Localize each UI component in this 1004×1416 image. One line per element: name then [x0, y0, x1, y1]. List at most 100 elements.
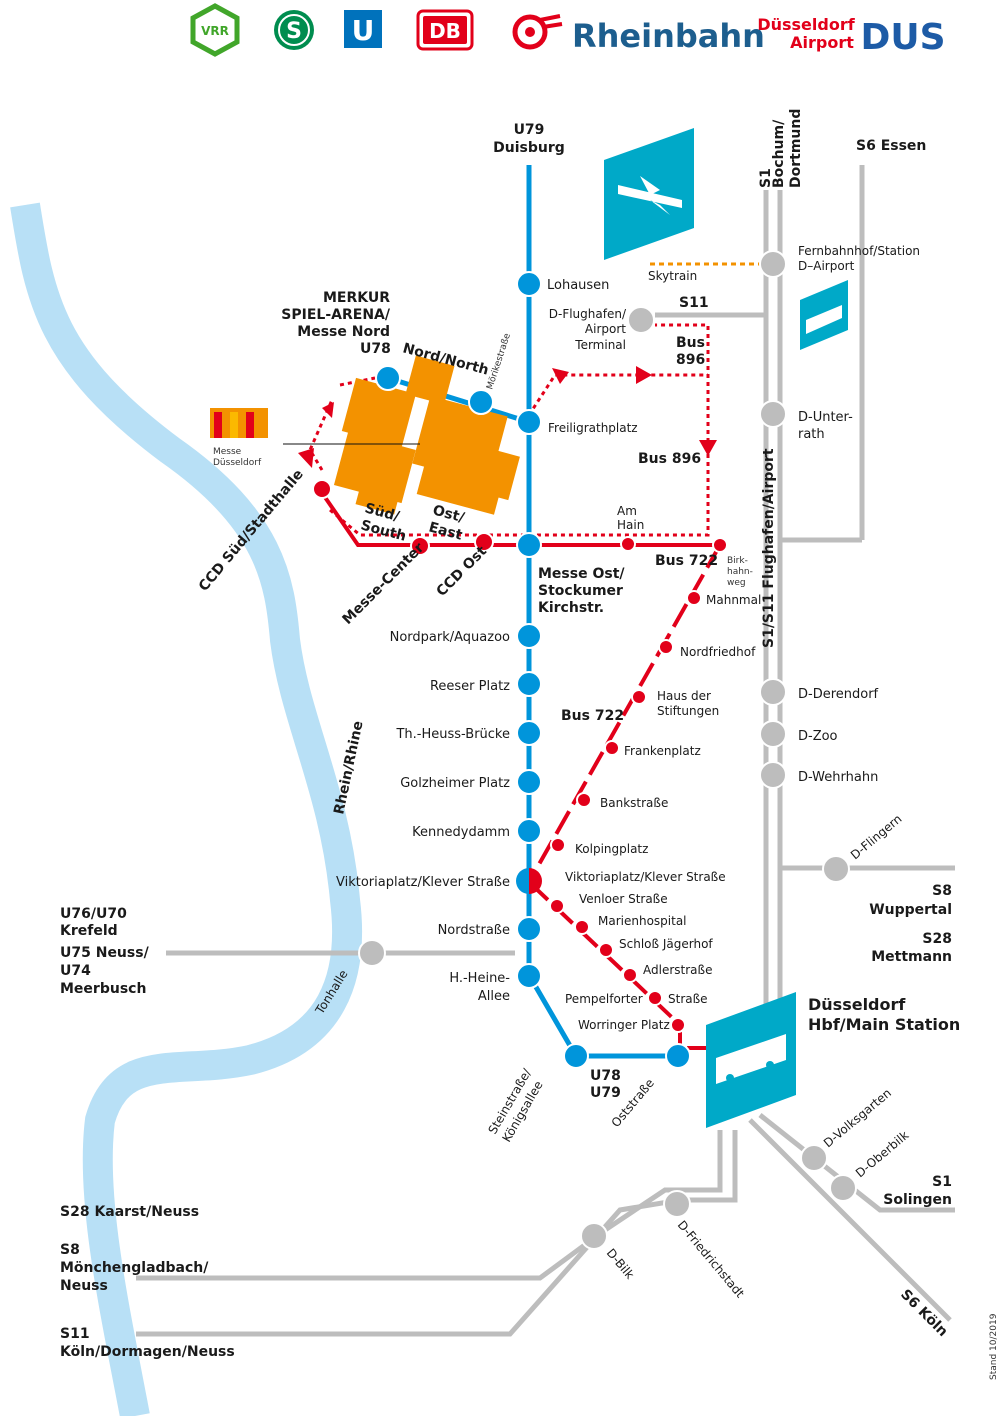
label-worringer: Worringer Platz — [578, 1018, 670, 1032]
station-heuss-bruecke[interactable] — [516, 720, 542, 746]
s11-label: S11 — [679, 295, 709, 311]
label-heuss: Th.-Heuss-Brücke — [395, 727, 510, 742]
label-sued-2: South — [359, 517, 408, 544]
u76-label-1: U76/U70 — [60, 906, 127, 922]
station-messe-ost[interactable] — [516, 532, 542, 558]
river-label: Rhein/Rhine — [331, 719, 366, 815]
label-venloer: Venloer Straße — [579, 892, 668, 906]
u78-u79-label-2: U79 — [590, 1085, 621, 1101]
station-zoo[interactable] — [759, 720, 787, 748]
db-logo: DB — [416, 9, 474, 51]
station-volksgarten[interactable] — [800, 1144, 828, 1172]
s28-kaarst-label: S28 Kaarst/Neuss — [60, 1204, 199, 1220]
messe-logo-line1: Messe — [213, 447, 242, 457]
station-nordstrasse[interactable] — [516, 916, 542, 942]
label-wehrhahn: D-Wehrhahn — [798, 770, 878, 785]
stand-date: Stand 10/2019 — [989, 1313, 999, 1380]
station-adlerstrasse[interactable] — [622, 967, 638, 983]
s1-top-label-2: Bochum/ — [771, 119, 787, 188]
station-unterrath[interactable] — [759, 400, 787, 428]
label-arena-1: MERKUR — [323, 290, 390, 306]
station-pempelforter-strasse[interactable] — [647, 990, 663, 1006]
u75-label-2: U74 — [60, 963, 91, 979]
s11-koeln-label-2: Köln/Dormagen/Neuss — [60, 1344, 235, 1360]
airport-logo-line1: Düsseldorf — [757, 15, 855, 34]
station-steinstrasse[interactable] — [563, 1043, 589, 1069]
station-viktoriaplatz[interactable] — [516, 868, 542, 894]
label-unterrath-1: D-Unter- — [798, 410, 853, 425]
station-nordfriedhof[interactable] — [658, 639, 674, 655]
label-nordstrasse: Nordstraße — [438, 923, 510, 938]
label-pempel: Pempelforter — [565, 992, 643, 1006]
station-heine-allee[interactable] — [516, 963, 542, 989]
label-friedrichstadt: D-Friedrichstadt — [675, 1218, 748, 1301]
s1-top-label-1: S1 — [758, 168, 774, 188]
label-heine-1: H.-Heine- — [449, 971, 510, 986]
station-tonhalle[interactable] — [358, 939, 386, 967]
station-marienhospital[interactable] — [574, 919, 590, 935]
label-golzheimer: Golzheimer Platz — [400, 776, 510, 791]
station-moerikestrasse[interactable] — [468, 389, 494, 415]
label-kolpingplatz: Kolpingplatz — [575, 842, 648, 856]
station-flughafen-terminal[interactable] — [627, 306, 655, 334]
dus-logo-text: DUS — [860, 17, 945, 58]
station-am-hain[interactable] — [620, 536, 636, 552]
train-icon — [800, 280, 848, 350]
station-reeser-platz[interactable] — [516, 671, 542, 697]
station-fernbahnhof[interactable] — [759, 250, 787, 278]
station-bilk[interactable] — [580, 1222, 608, 1250]
bus-arrows — [298, 366, 717, 468]
label-hbf-1: Düsseldorf — [808, 995, 906, 1014]
station-oststrasse[interactable] — [665, 1043, 691, 1069]
station-kolpingplatz[interactable] — [550, 837, 566, 853]
bus896-label-a2: 896 — [676, 352, 705, 368]
station-messe-center[interactable] — [410, 536, 430, 556]
label-messe-ost-1: Messe Ost/ — [538, 566, 625, 582]
label-reeser: Reeser Platz — [430, 679, 510, 694]
station-friedrichstadt[interactable] — [663, 1190, 691, 1218]
station-venloer-strasse[interactable] — [549, 898, 565, 914]
label-fernbahnhof-2: D–Airport — [798, 259, 855, 273]
label-mahnmal: Mahnmal — [706, 593, 761, 607]
s8-label-1: S8 — [932, 883, 952, 899]
station-frankenplatz[interactable] — [604, 740, 620, 756]
station-oberbilk[interactable] — [829, 1174, 857, 1202]
station-golzheimer-platz[interactable] — [516, 769, 542, 795]
station-mahnmal[interactable] — [686, 590, 702, 606]
station-haus-der-stiftungen[interactable] — [631, 689, 647, 705]
station-lohausen[interactable] — [516, 271, 542, 297]
ubahn-logo-text: U — [352, 14, 375, 47]
u78-u79-label-1: U78 — [590, 1068, 621, 1084]
label-viktoria-u: Viktoriaplatz/Klever Straße — [336, 875, 510, 890]
station-flingern[interactable] — [822, 855, 850, 883]
station-arena[interactable] — [375, 365, 401, 391]
station-schloss-jaegerhof[interactable] — [598, 942, 614, 958]
station-worringer-platz[interactable] — [670, 1017, 686, 1033]
station-kennedydamm[interactable] — [516, 818, 542, 844]
rhine-river — [10, 202, 363, 1416]
station-ccd-sued[interactable] — [312, 479, 332, 499]
label-flughafen-3: Terminal — [574, 338, 626, 352]
station-nordpark[interactable] — [516, 623, 542, 649]
messe-logo: Messe Düsseldorf — [210, 408, 268, 468]
label-viktoria-bus: Viktoriaplatz/Klever Straße — [565, 870, 726, 884]
station-wehrhahn[interactable] — [759, 761, 787, 789]
label-haus-2: Stiftungen — [657, 704, 719, 718]
label-arena-3: Messe Nord — [297, 324, 390, 340]
db-logo-text: DB — [429, 19, 461, 43]
station-birkhahnweg[interactable] — [712, 537, 728, 553]
label-kennedy: Kennedydamm — [412, 825, 510, 840]
ubahn-stations — [375, 271, 691, 1069]
label-nordfriedhof: Nordfriedhof — [680, 645, 756, 659]
label-nordpark: Nordpark/Aquazoo — [390, 630, 510, 645]
label-messe-ost-3: Kirchstr. — [538, 600, 604, 616]
s1-s11-vertical-label: S1/S11 Flughafen/Airport — [761, 448, 777, 648]
station-freiligrathplatz[interactable] — [516, 409, 542, 435]
sbahn-logo-text: S — [286, 19, 302, 44]
label-frankenplatz: Frankenplatz — [624, 744, 701, 758]
s8-mg-label-3: Neuss — [60, 1278, 108, 1294]
station-ccd-ost[interactable] — [474, 532, 494, 552]
station-bankstrasse[interactable] — [576, 792, 592, 808]
label-flughafen-2: Airport — [585, 322, 626, 336]
station-derendorf[interactable] — [759, 678, 787, 706]
